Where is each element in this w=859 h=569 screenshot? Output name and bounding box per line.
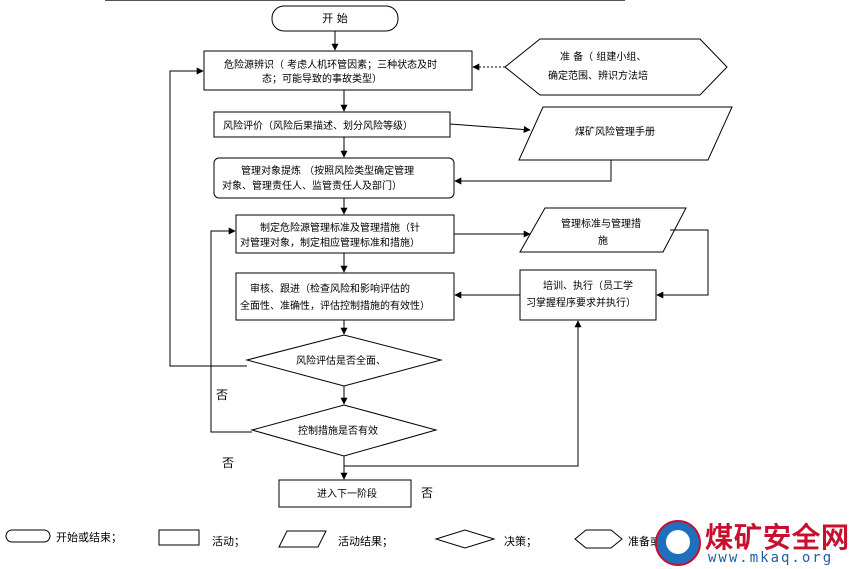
- identify-label-line2: 态；可能导致的事故类型）: [262, 72, 382, 85]
- next-stage-activity: [278, 479, 412, 508]
- legend-decision-shape: [434, 529, 496, 549]
- watermark-title: 煤矿安全网: [705, 521, 851, 554]
- prepare-label-line2: 确定范围、辨识方法培: [548, 69, 648, 82]
- watermark-logo-icon: [655, 520, 701, 566]
- measures-label-line1: 制定危险源管理标准及管理措施（针: [260, 221, 420, 234]
- no-label-3: 否: [421, 486, 433, 500]
- watermark-url: www.mkaq.org: [708, 550, 834, 566]
- no-label-1: 否: [216, 388, 228, 402]
- assess-label: 风险评价（风险后果描述、划分风险等级）: [223, 119, 413, 132]
- review-activity: [235, 272, 455, 321]
- legend-activity-shape: [158, 529, 200, 546]
- legend-result-label: 活动结果；: [338, 535, 393, 548]
- decision-effectiveness: [250, 404, 438, 457]
- legend-prepare-label: 准备或: [628, 534, 661, 548]
- decision-effectiveness-label: 控制措施是否有效: [298, 424, 378, 437]
- measures-activity: [235, 214, 455, 254]
- legend-terminal-shape: [5, 529, 51, 543]
- prepare-hexagon: [504, 38, 728, 96]
- standard-label-line1: 管理标准与管理措: [561, 217, 641, 230]
- next-stage-label: 进入下一阶段: [317, 487, 377, 500]
- manual-label: 煤矿风险管理手册: [575, 125, 655, 138]
- legend-activity-label: 活动；: [212, 535, 245, 548]
- review-label-line2: 全面性、准确性，评估控制措施的有效性）: [240, 299, 430, 312]
- no-label-2: 否: [222, 456, 234, 470]
- manual-result: [518, 106, 733, 161]
- legend-result-shape: [278, 530, 327, 548]
- objects-label-line2: 对象、管理责任人、监管责任人及部门）: [222, 179, 402, 192]
- train-label-line2: 习掌握程序要求并执行）: [526, 296, 636, 309]
- train-activity: [519, 269, 657, 321]
- review-label-line1: 审核、跟进（检查风险和影响评估的: [250, 282, 410, 295]
- legend-decision-label: 决策；: [504, 534, 537, 548]
- standard-label-line2: 施: [598, 234, 608, 247]
- identify-label-line1: 危险源辨识（ 考虑人机环管因素；三种状态及时: [224, 58, 437, 71]
- prepare-label-line1: 准 备（ 组建小组、: [560, 50, 646, 63]
- decision-completeness: [245, 334, 443, 387]
- legend-terminal-label: 开始或结束；: [56, 530, 122, 544]
- objects-label-line1: 管理对象提炼 （按照风险类型确定管理: [241, 164, 414, 177]
- decision-completeness-label: 风险评估是否全面、: [296, 354, 386, 367]
- measures-label-line2: 对管理对象，制定相应管理标准和措施）: [240, 236, 420, 249]
- start-label: 开 始: [322, 11, 348, 25]
- legend-prepare-shape: [574, 529, 623, 549]
- assess-activity: [213, 111, 451, 138]
- identify-activity: [203, 50, 473, 91]
- train-label-line1: 培训、执行（员工学: [543, 279, 633, 292]
- objects-activity: [213, 157, 455, 199]
